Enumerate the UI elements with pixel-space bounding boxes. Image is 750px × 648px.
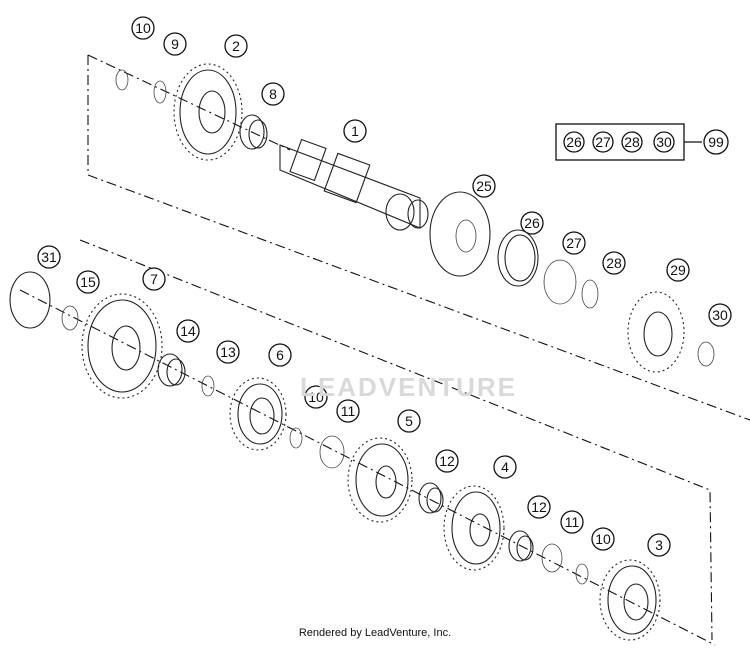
svg-text:30: 30 bbox=[656, 134, 672, 150]
svg-text:6: 6 bbox=[276, 347, 284, 363]
svg-text:26: 26 bbox=[566, 134, 582, 150]
callout-11: 11 bbox=[560, 510, 584, 534]
gear-part-3 bbox=[599, 559, 661, 641]
lower-assembly-axis bbox=[79, 239, 713, 641]
watermark: LEADVENTURE bbox=[300, 372, 518, 402]
callout-7: 7 bbox=[142, 267, 166, 291]
bush-part-12 bbox=[418, 482, 444, 514]
bush-part-12b bbox=[508, 530, 534, 562]
callout-6: 6 bbox=[268, 343, 292, 367]
washer-part-15 bbox=[61, 305, 79, 331]
callout-11: 11 bbox=[336, 399, 360, 423]
svg-text:29: 29 bbox=[670, 262, 686, 278]
svg-text:10: 10 bbox=[135, 20, 151, 36]
svg-text:30: 30 bbox=[712, 307, 728, 323]
gear-part-2 bbox=[173, 63, 243, 161]
ring-part-26 bbox=[497, 229, 539, 287]
svg-text:27: 27 bbox=[566, 235, 582, 251]
disc-part-25 bbox=[429, 191, 491, 277]
callout-5: 5 bbox=[397, 409, 421, 433]
svg-text:15: 15 bbox=[80, 274, 96, 290]
svg-text:5: 5 bbox=[405, 413, 413, 429]
callout-25: 25 bbox=[472, 174, 496, 198]
circlip-part-27 bbox=[543, 259, 577, 305]
callout-12: 12 bbox=[435, 449, 459, 473]
svg-text:11: 11 bbox=[341, 403, 356, 419]
callout-3: 3 bbox=[647, 533, 671, 557]
callout-9: 9 bbox=[163, 32, 187, 56]
bush-part-14 bbox=[157, 353, 186, 387]
washer-part-10b bbox=[575, 563, 589, 585]
callout-13: 13 bbox=[216, 340, 240, 364]
svg-text:2: 2 bbox=[232, 38, 240, 54]
svg-text:25: 25 bbox=[476, 178, 492, 194]
washer-part-28 bbox=[581, 279, 599, 309]
washer-part-10 bbox=[289, 427, 303, 449]
kit-box: 26 27 28 30 99 bbox=[555, 123, 729, 161]
svg-text:27: 27 bbox=[595, 134, 611, 150]
callout-26: 26 bbox=[520, 211, 544, 235]
svg-text:14: 14 bbox=[180, 323, 196, 339]
circlip-part-11 bbox=[319, 435, 345, 469]
kit-callout: 27 bbox=[592, 131, 614, 153]
callout-31: 31 bbox=[37, 245, 61, 269]
callout-10: 10 bbox=[304, 385, 328, 409]
svg-text:31: 31 bbox=[41, 249, 57, 265]
kit-result-callout: 99 bbox=[703, 129, 729, 155]
svg-text:7: 7 bbox=[150, 271, 158, 287]
svg-text:26: 26 bbox=[524, 215, 540, 231]
callout-8: 8 bbox=[261, 82, 285, 106]
callout-2: 2 bbox=[224, 34, 248, 58]
svg-text:10: 10 bbox=[595, 531, 611, 547]
svg-text:3: 3 bbox=[655, 537, 663, 553]
upper-shaft-leader bbox=[87, 54, 291, 151]
svg-text:1: 1 bbox=[351, 123, 359, 139]
sprocket-part-29 bbox=[627, 291, 685, 373]
svg-text:11: 11 bbox=[565, 514, 580, 530]
gear-part-6 bbox=[229, 377, 287, 451]
callout-27: 27 bbox=[562, 231, 586, 255]
circlip-part-11b bbox=[541, 543, 563, 573]
svg-text:9: 9 bbox=[171, 36, 179, 52]
gear-part-5 bbox=[347, 437, 413, 523]
callout-4: 4 bbox=[493, 455, 517, 479]
washer-part-13 bbox=[201, 375, 215, 397]
callout-28: 28 bbox=[602, 251, 626, 275]
callout-30: 30 bbox=[708, 303, 732, 327]
washer-part-31 bbox=[9, 271, 51, 329]
lower-gear-leader bbox=[19, 289, 716, 646]
washer-part bbox=[153, 80, 167, 104]
svg-text:10: 10 bbox=[308, 389, 324, 405]
main-shaft-part-1 bbox=[279, 138, 429, 231]
callout-15: 15 bbox=[76, 270, 100, 294]
callout-14: 14 bbox=[176, 319, 200, 343]
svg-text:4: 4 bbox=[501, 459, 509, 475]
bush-part-8 bbox=[239, 114, 268, 150]
callout-10: 10 bbox=[591, 527, 615, 551]
washer-part bbox=[115, 69, 129, 91]
footer-credit: Rendered by LeadVenture, Inc. bbox=[298, 627, 452, 639]
svg-text:13: 13 bbox=[220, 344, 236, 360]
kit-callout: 26 bbox=[563, 131, 585, 153]
svg-text:8: 8 bbox=[269, 86, 277, 102]
kit-callout: 30 bbox=[653, 131, 675, 153]
svg-text:12: 12 bbox=[439, 453, 455, 469]
kit-callout: 28 bbox=[621, 131, 643, 153]
svg-text:28: 28 bbox=[606, 255, 622, 271]
upper-assembly-axis bbox=[87, 55, 750, 421]
svg-text:99: 99 bbox=[708, 134, 724, 150]
callout-29: 29 bbox=[666, 258, 690, 282]
gear-part-4 bbox=[443, 485, 505, 571]
callout-1: 1 bbox=[343, 119, 367, 143]
gear-part-7 bbox=[81, 293, 163, 399]
svg-text:12: 12 bbox=[531, 499, 547, 515]
nut-part-30 bbox=[697, 341, 715, 367]
callout-10: 10 bbox=[131, 16, 155, 40]
callout-12: 12 bbox=[527, 495, 551, 519]
svg-text:28: 28 bbox=[624, 134, 640, 150]
